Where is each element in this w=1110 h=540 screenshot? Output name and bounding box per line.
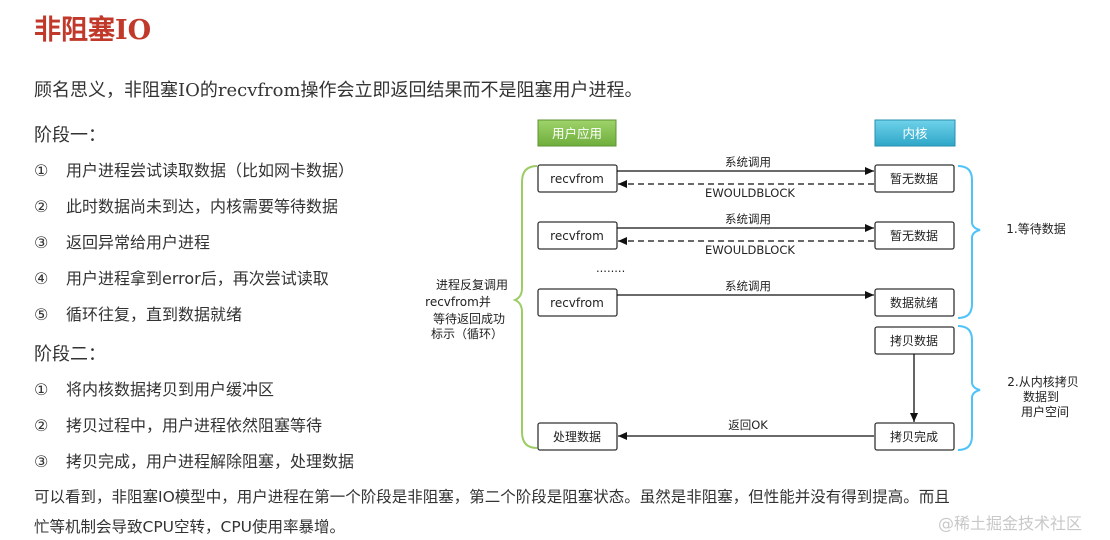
step-number: ③ (34, 233, 49, 252)
phase2-step: ① 将内核数据拷贝到用户缓冲区 (34, 376, 274, 400)
watermark: @稀土掘金技术社区 (938, 514, 1083, 533)
page-title: 非阻塞IO (34, 15, 152, 46)
left-note-line: 等待返回成功 (433, 312, 505, 326)
phase1-step: ② 此时数据尚未到达，内核需要等待数据 (34, 193, 338, 217)
phase1-step: ① 用户进程尝试读取数据（比如网卡数据） (34, 157, 354, 181)
phase1-heading: 阶段一： (34, 125, 106, 146)
kernel-box-label: 暂无数据 (890, 171, 938, 186)
error-label: EWOULDBLOCK (705, 243, 795, 257)
kernel-box-no-data-2 (874, 221, 955, 250)
step-text: 用户进程拿到error后，再次尝试读取 (66, 269, 329, 288)
phase1-step: ④ 用户进程拿到error后，再次尝试读取 (34, 265, 329, 289)
user-app-header-label: 用户应用 (552, 126, 602, 141)
step-number: ② (34, 416, 49, 435)
phase2-step: ③ 拷贝完成，用户进程解除阻塞，处理数据 (34, 448, 354, 472)
stage1-note: 1.等待数据 (1006, 221, 1065, 236)
phase1-step: ⑤ 循环往复，直到数据就绪 (34, 301, 242, 325)
step-number: ① (34, 161, 49, 180)
stage2-note-line: 2.从内核拷贝 (1007, 374, 1078, 389)
kernel-header: 内核 (874, 119, 956, 147)
step-text: 将内核数据拷贝到用户缓冲区 (66, 380, 275, 399)
stage2-note-line: 用户空间 (1021, 404, 1069, 419)
syscall-label: 系统调用 (725, 279, 771, 293)
kernel-box-label: 拷贝数据 (890, 333, 938, 348)
kernel-box-data-ready (874, 288, 955, 317)
user-box-recvfrom-1 (537, 164, 618, 193)
loop-brace (512, 165, 538, 449)
user-box-label: recvfrom (550, 172, 604, 186)
user-box-label: 处理数据 (553, 429, 601, 444)
syscall-label: 系统调用 (725, 212, 771, 226)
user-box-recvfrom-3 (537, 288, 618, 317)
phase2-heading: 阶段二： (34, 344, 106, 365)
left-note-line: 进程反复调用 (436, 277, 508, 292)
conclusion-line-1: 可以看到，非阻塞IO模型中，用户进程在第一个阶段是非阻塞，第二个阶段是阻塞状态。… (34, 488, 950, 506)
return-label: 返回OK (728, 418, 768, 432)
kernel-box-no-data-1 (874, 164, 955, 193)
step-text: 返回异常给用户进程 (66, 233, 211, 252)
user-app-header: 用户应用 (537, 119, 617, 147)
kernel-box-label: 数据就绪 (890, 295, 938, 310)
step-number: ① (34, 380, 49, 399)
kernel-header-label: 内核 (902, 126, 928, 141)
step-text: 此时数据尚未到达，内核需要等待数据 (66, 197, 339, 216)
intro-text: 顾名思义，非阻塞IO的recvfrom操作会立即返回结果而不是阻塞用户进程。 (34, 80, 643, 101)
stage2-brace (957, 325, 981, 451)
phase1-step: ③ 返回异常给用户进程 (34, 229, 210, 253)
step-text: 拷贝完成，用户进程解除阻塞，处理数据 (66, 452, 355, 471)
error-label: EWOULDBLOCK (705, 186, 795, 200)
step-text: 拷贝过程中，用户进程依然阻塞等待 (66, 416, 323, 435)
step-number: ② (34, 197, 49, 216)
user-box-label: recvfrom (550, 229, 604, 243)
step-text: 用户进程尝试读取数据（比如网卡数据） (66, 161, 355, 180)
kernel-box-copy-done (874, 422, 955, 451)
step-text: 循环往复，直到数据就绪 (66, 305, 243, 324)
user-box-recvfrom-2 (537, 221, 618, 250)
user-box-label: recvfrom (550, 296, 604, 310)
syscall-label: 系统调用 (725, 155, 771, 169)
step-number: ③ (34, 452, 49, 471)
step-number: ⑤ (34, 305, 49, 324)
left-note-line: 标示（循环） (431, 327, 503, 341)
conclusion-line-2: 忙等机制会导致CPU空转，CPU使用率暴增。 (34, 518, 346, 536)
stage2-note-line: 数据到 (1023, 389, 1059, 404)
phase2-step: ② 拷贝过程中，用户进程依然阻塞等待 (34, 412, 322, 436)
kernel-box-label: 暂无数据 (890, 228, 938, 243)
user-box-process-data (537, 422, 618, 451)
kernel-box-label: 拷贝完成 (890, 429, 938, 444)
left-note-line: recvfrom并 (425, 295, 491, 309)
ellipsis: ........ (596, 261, 625, 275)
stage1-brace (957, 165, 981, 319)
step-number: ④ (34, 269, 49, 288)
